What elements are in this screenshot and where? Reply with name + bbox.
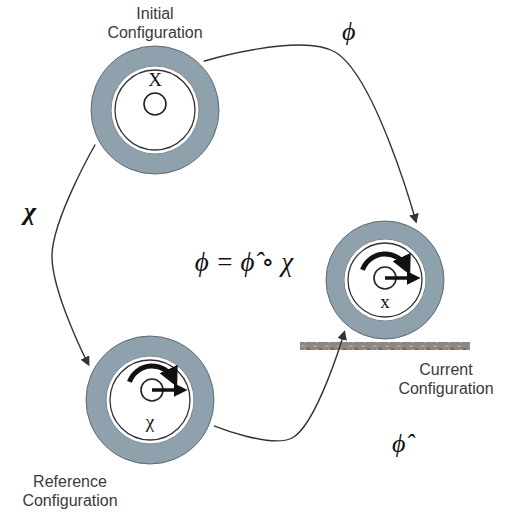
- mapping-arrow: [204, 45, 416, 222]
- mapping-arrow: [214, 332, 344, 441]
- configuration-heading: Initial Configuration: [95, 4, 215, 42]
- configuration-heading: Reference Configuration: [4, 472, 136, 510]
- mapping-arrow: [52, 145, 95, 365]
- configuration-ring: Initial ConfigurationX: [90, 45, 220, 175]
- mapping-label: ϕ̂: [392, 430, 405, 458]
- configuration-heading: Current Configuration: [378, 360, 514, 398]
- ring-outline: [90, 45, 220, 175]
- ring-outline: [325, 220, 445, 340]
- mapping-label: χ: [24, 198, 36, 226]
- ground-band: [300, 342, 470, 350]
- point-label: x: [380, 292, 390, 312]
- configuration-ring: Reference Configurationχ: [85, 335, 215, 465]
- point-label: χ: [146, 412, 154, 432]
- mapping-label: ϕ: [342, 18, 355, 46]
- ring-outline: [85, 335, 215, 465]
- composition-formula: ϕ = ϕ̂ ∘ χ: [195, 247, 293, 277]
- point-label: X: [148, 70, 162, 90]
- configuration-ring: Current Configurationx: [325, 220, 445, 340]
